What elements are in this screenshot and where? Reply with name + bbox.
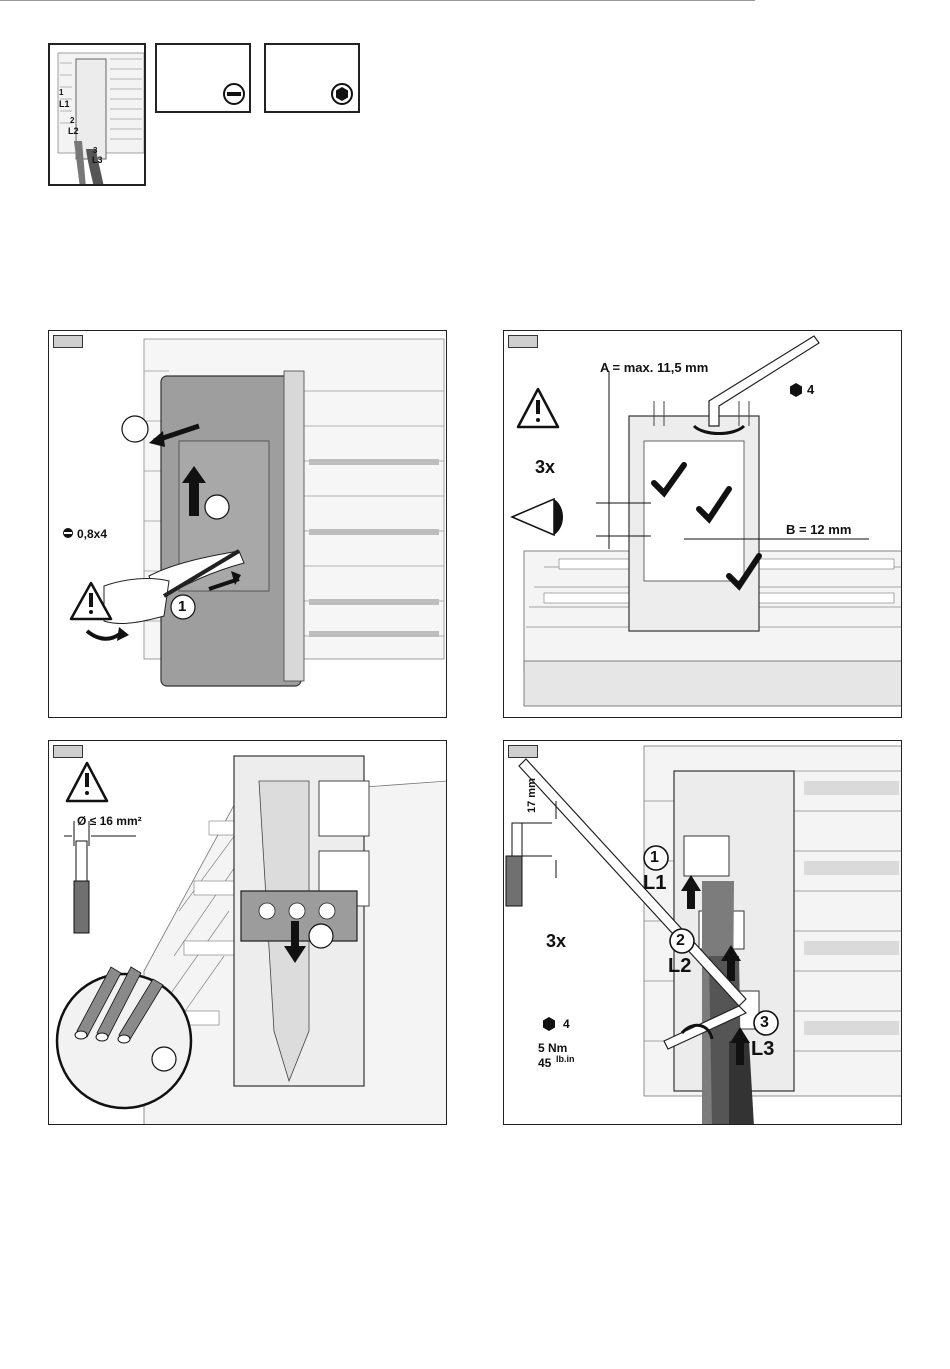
dimension-b-label: B = 12 mm [786,522,851,537]
hex-key-icon [266,45,360,113]
panel-1: 0,8x4 1 [48,330,447,718]
thumb-phase-l2: L2 [68,126,79,136]
thumb-step-3: 3 [93,146,97,155]
screwdriver-size-label: 0,8x4 [77,527,107,541]
hex-key-size-label-2: 4 [563,1017,570,1031]
torque-lbin-unit: lb.in [556,1054,575,1064]
thumb-phase-l1: L1 [59,99,70,109]
panel-2: A = max. 11,5 mm B = 12 mm 4 3x [503,330,902,718]
repeat-count-label-2: 3x [546,931,566,952]
step-2-number: 2 [676,932,685,950]
thumb-phase-l3: L3 [92,155,103,165]
thumb-step-1: 1 [59,88,63,97]
panel-1-step-number: 1 [178,598,186,615]
thumb-step-2: 2 [70,116,74,125]
strip-length-label: 17 mm [526,778,538,813]
panel-1-drawing [49,331,447,718]
step-3-number: 3 [760,1014,769,1032]
tool-box-hex-key [264,43,360,113]
overview-thumbnail: 1 L1 2 L2 3 L3 [48,43,146,186]
panel-3: Ø ≤ 16 mm² [48,740,447,1125]
hex-key-size-label: 4 [807,382,814,397]
header-rule [0,0,755,1]
torque-lbin-value: 45 [538,1056,551,1070]
panel-3-drawing [49,741,447,1125]
step-1-number: 1 [650,849,659,867]
tool-box-screwdriver [155,43,251,113]
flat-screwdriver-icon [157,45,251,113]
phase-l2-label: L2 [668,955,691,978]
phase-l1-label: L1 [643,872,666,895]
phase-l3-label: L3 [751,1038,774,1061]
repeat-count-label: 3x [535,457,555,478]
dimension-a-label: A = max. 11,5 mm [600,360,708,375]
panel-4: 17 mm 3x 4 5 Nm 45 lb.in 1 L1 2 L2 3 L3 [503,740,902,1125]
cable-size-label: Ø ≤ 16 mm² [77,814,142,828]
torque-nm-label: 5 Nm [538,1041,567,1055]
